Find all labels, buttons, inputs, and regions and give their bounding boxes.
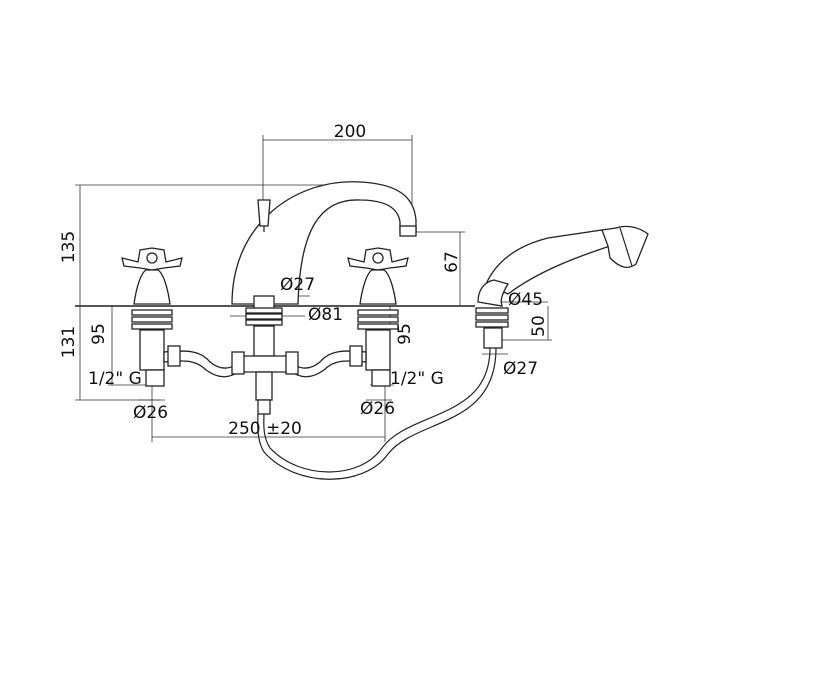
handshower-shank-dimension: [500, 306, 552, 341]
left-shank-label: 95: [89, 323, 109, 345]
height-dimension: [75, 184, 340, 306]
hole-dia-label: Ø81: [308, 305, 343, 325]
centers-dimension: [151, 380, 386, 442]
left-thread-label: 1/2" G: [88, 369, 142, 389]
handshower-shank-label: 50: [529, 315, 549, 337]
below-deck-label: 131: [59, 326, 79, 358]
right-shank-label: 95: [395, 323, 415, 345]
handshower-shank-dia-label: Ø27: [503, 359, 538, 379]
spout-height-label: 67: [442, 251, 462, 273]
spout-base-dia-label: Ø27: [280, 275, 315, 295]
left-valve: [121, 247, 183, 387]
right-valve: [347, 247, 409, 387]
reach-label: 200: [334, 122, 366, 142]
hand-shower: [257, 225, 649, 480]
left-valve-dia-label: Ø26: [133, 403, 168, 423]
left-shank-dimension: [108, 306, 150, 386]
overall-height-label: 135: [59, 231, 79, 263]
spout: [231, 181, 417, 311]
connecting-hoses: [163, 345, 367, 378]
handshower-dia-label: Ø45: [508, 290, 543, 310]
right-valve-dia-label: Ø26: [360, 399, 395, 419]
right-thread-label: 1/2" G: [390, 369, 444, 389]
spout-shank: [237, 307, 291, 415]
centers-label: 250 ±20: [228, 419, 302, 439]
